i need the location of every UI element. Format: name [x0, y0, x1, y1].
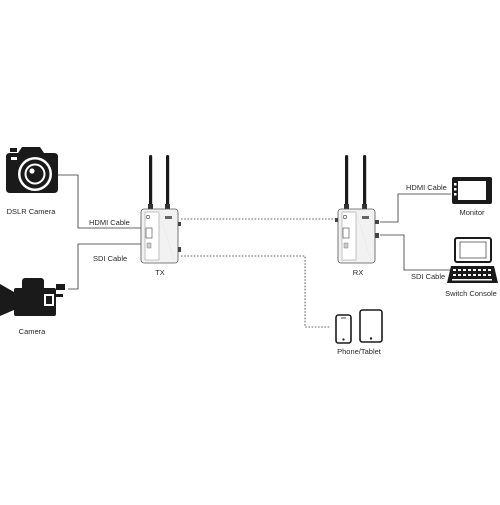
tablet-icon	[359, 309, 383, 343]
dslr-camera-icon	[6, 147, 58, 193]
receiver-icon	[335, 155, 379, 264]
switch-console-icon	[447, 237, 498, 283]
tx-antenna-right	[166, 155, 170, 207]
transmitter-icon	[140, 155, 181, 264]
rx-antenna-left	[345, 155, 349, 207]
tx-antenna-left	[149, 155, 153, 207]
sdi-cable-right-label: SDI Cable	[411, 272, 446, 281]
phone-tablet-icon	[335, 309, 383, 344]
hdmi-cable-left-line	[58, 174, 141, 229]
phone-icon	[335, 314, 352, 344]
rx-antenna-right	[363, 155, 367, 207]
sdi-cable-left-label: SDI Cable	[93, 254, 128, 263]
video-camera-icon	[0, 278, 65, 316]
camera-label: Camera	[18, 327, 46, 336]
phone-tablet-label: Phone/Tablet	[337, 347, 381, 356]
hdmi-cable-right-line	[380, 193, 451, 223]
hdmi-cable-right-label: HDMI Cable	[406, 183, 447, 192]
monitor-label: Monitor	[459, 208, 485, 217]
switch-console-label: Switch Console	[445, 289, 497, 298]
rx-label: RX	[352, 268, 364, 277]
wireless-phone-line	[181, 255, 330, 328]
sdi-cable-left-line	[68, 243, 141, 290]
sdi-cable-right-line	[380, 234, 452, 271]
hdmi-cable-left-label: HDMI Cable	[89, 218, 130, 227]
connection-lines	[58, 174, 452, 328]
dslr-camera-label: DSLR Camera	[6, 207, 56, 216]
tx-label: TX	[155, 268, 165, 277]
monitor-icon	[452, 177, 492, 204]
